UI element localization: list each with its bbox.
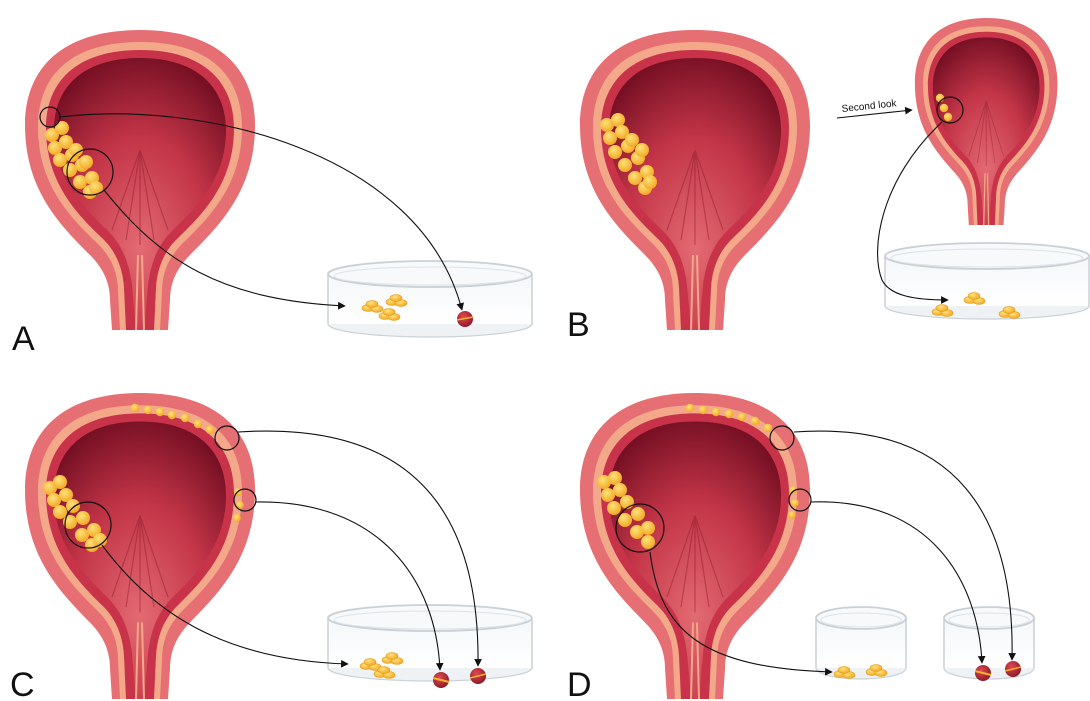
panel-c: C (10, 393, 532, 701)
panel-d: D (567, 393, 1034, 701)
petri-dish-d-tumor (816, 607, 906, 679)
bladder-d (580, 393, 810, 699)
petri-dish-c (328, 605, 532, 681)
panel-label-b: B (567, 306, 590, 344)
red-specimen-a (457, 311, 473, 327)
panel-a: A (12, 30, 532, 358)
red-specimen-c-2 (470, 668, 486, 684)
bladder-a (25, 30, 255, 330)
panel-label-d: D (567, 666, 592, 701)
panel-b: Second look B (567, 18, 1089, 344)
bladder-b (580, 30, 810, 330)
red-specimen-c-1 (433, 672, 449, 688)
petri-dish-a (328, 261, 532, 337)
bladder-c (25, 393, 255, 699)
red-specimen-d-2 (1005, 661, 1021, 677)
petri-dish-b (885, 243, 1089, 319)
bladder-b-second-look (915, 18, 1058, 225)
panel-label-a: A (12, 320, 35, 358)
panel-label-c: C (10, 666, 35, 701)
red-specimen-d-1 (975, 665, 991, 681)
